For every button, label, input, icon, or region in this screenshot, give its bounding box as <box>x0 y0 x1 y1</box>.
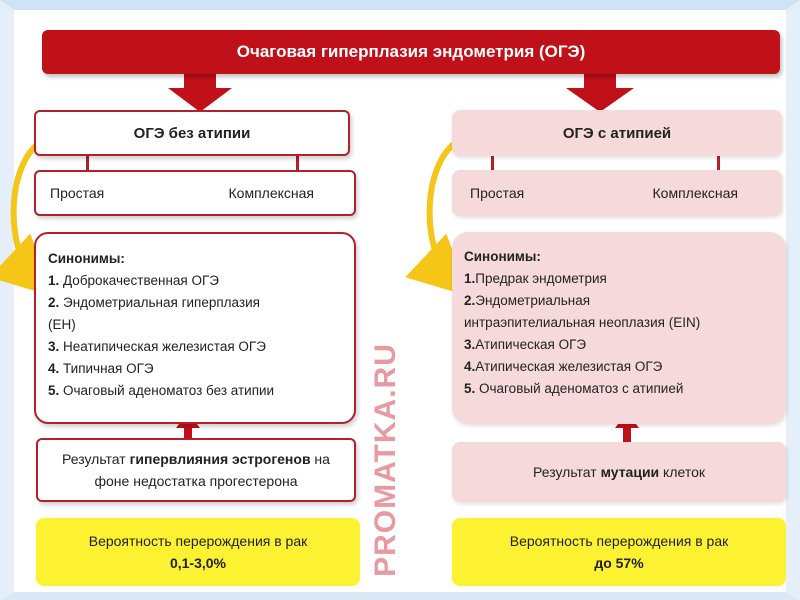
synonym-item: 2.Эндометриальная <box>464 293 591 308</box>
probability-label-left: Вероятность перерождения в рак <box>88 533 308 549</box>
probability-value-right: до 57% <box>594 555 644 571</box>
heading-with-atypia: ОГЭ с атипией <box>452 110 782 156</box>
synonyms-title-right: Синонимы: <box>464 249 541 264</box>
synonym-item: 3. Неатипическая железистая ОГЭ <box>48 339 266 354</box>
synonym-item: 5. Очаговый аденоматоз с атипией <box>464 381 684 396</box>
type-simple-right: Простая <box>470 185 525 201</box>
result-line2-left: фоне недостатка прогестерона <box>94 473 298 489</box>
heading-without-atypia: ОГЭ без атипии <box>34 110 350 156</box>
synonym-item: 5. Очаговый аденоматоз без атипии <box>48 383 275 398</box>
synonym-item: 4. Типичная ОГЭ <box>48 361 154 376</box>
synonyms-title-left: Синонимы: <box>48 251 125 266</box>
watermark-text: PROMATKA.RU <box>369 343 403 577</box>
result-box-left: Результат гипервлияния эстрогенов на фон… <box>36 438 356 502</box>
probability-value-left: 0,1-3,0% <box>169 555 227 571</box>
type-complex-left: Комплексная <box>228 185 314 201</box>
synonym-item: 1.Предрак эндометрия <box>464 271 607 286</box>
probability-label-right: Вероятность перерождения в рак <box>509 533 729 549</box>
types-box-right: Простая Комплексная <box>452 170 782 216</box>
synonym-item: 1. Доброкачественная ОГЭ <box>48 273 219 288</box>
result-line1-left: Результат гипервлияния эстрогенов на <box>62 451 330 467</box>
synonym-item: 2. Эндометриальная гиперплазия <box>48 295 260 310</box>
result-line-right: Результат мутации клеток <box>533 464 705 480</box>
type-simple-left: Простая <box>50 185 105 201</box>
types-box-left: Простая Комплексная <box>34 170 356 216</box>
synonyms-box-right: Синонимы: 1.Предрак эндометрия 2.Эндомет… <box>452 232 786 424</box>
type-complex-right: Комплексная <box>652 185 738 201</box>
synonyms-box-left: Синонимы: 1. Доброкачественная ОГЭ 2. Эн… <box>34 232 356 424</box>
synonym-item: 4.Атипическая железистая ОГЭ <box>464 359 663 374</box>
result-box-right: Результат мутации клеток <box>452 442 786 502</box>
synonym-item: (EH) <box>48 317 76 332</box>
probability-box-left: Вероятность перерождения в рак 0,1-3,0% <box>36 518 360 586</box>
diagram-title: Очаговая гиперплазия эндометрия (ОГЭ) <box>42 30 780 74</box>
synonym-item: интраэпителиальная неоплазия (EIN) <box>464 315 701 330</box>
probability-box-right: Вероятность перерождения в рак до 57% <box>452 518 786 586</box>
synonym-item: 3.Атипическая ОГЭ <box>464 337 587 352</box>
watermark: PROMATKA.RU <box>356 330 416 590</box>
